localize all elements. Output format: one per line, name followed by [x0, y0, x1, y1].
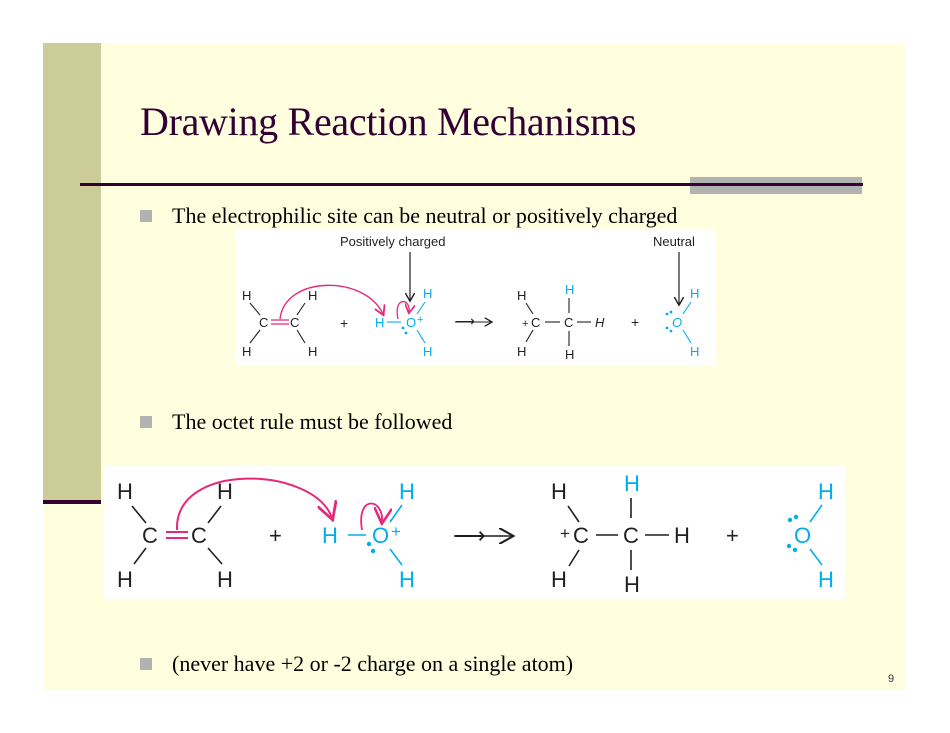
svg-text:C: C [290, 315, 299, 330]
bullet-square-icon [140, 658, 152, 670]
svg-text:H: H [423, 286, 432, 301]
svg-text:H: H [674, 523, 690, 548]
svg-text:O: O [672, 315, 682, 330]
bullet-item: The octet rule must be followed [140, 409, 452, 435]
svg-text:H: H [117, 567, 133, 592]
svg-text:O: O [406, 315, 416, 330]
svg-text:O: O [794, 523, 811, 548]
svg-text:H: H [690, 344, 699, 359]
label-positively-charged: Positively charged [340, 234, 446, 249]
bullet-text: The octet rule must be followed [172, 409, 453, 434]
svg-text:H: H [375, 315, 384, 330]
svg-text:C: C [191, 523, 207, 548]
bullet-item: (never have +2 or -2 charge on a single … [140, 651, 573, 677]
svg-text:C: C [564, 315, 573, 330]
svg-text:H: H [517, 344, 526, 359]
reaction-figure-small: Positively charged Neutral H H C C H H +… [235, 230, 715, 366]
svg-text:H: H [565, 347, 574, 362]
svg-text:+: + [269, 523, 282, 548]
svg-text:H: H [423, 344, 432, 359]
svg-text:O: O [372, 523, 389, 548]
svg-text:H: H [624, 471, 640, 496]
svg-text:H: H [818, 479, 834, 504]
svg-text:H: H [242, 344, 251, 359]
bullet-text: The electrophilic site can be neutral or… [172, 203, 678, 228]
sidebar-accent-bar [43, 43, 101, 503]
bullet-item: The electrophilic site can be neutral or… [140, 203, 677, 229]
svg-text:H: H [690, 286, 699, 301]
svg-text:⟶: ⟶ [455, 313, 475, 329]
svg-text:H: H [551, 567, 567, 592]
svg-text:C: C [531, 315, 540, 330]
svg-text:H: H [818, 567, 834, 592]
svg-text:C: C [573, 523, 589, 548]
svg-text:H: H [399, 567, 415, 592]
reaction-diagram-large: H H C C H H + H O + H H ⟶ [117, 471, 834, 597]
slide-title: Drawing Reaction Mechanisms [140, 99, 637, 144]
svg-text:C: C [259, 315, 268, 330]
svg-text:H: H [117, 479, 133, 504]
svg-text:H: H [399, 479, 415, 504]
svg-text:+: + [726, 523, 739, 548]
svg-text:+: + [631, 314, 639, 330]
svg-text:H: H [551, 479, 567, 504]
svg-text:+: + [340, 315, 348, 331]
bullet-square-icon [140, 210, 152, 222]
bullet-square-icon [140, 416, 152, 428]
svg-text:H: H [308, 288, 317, 303]
svg-text:H: H [217, 479, 233, 504]
svg-text:+: + [391, 522, 401, 541]
svg-text:+: + [417, 314, 423, 326]
reaction-diagram-small: Positively charged Neutral H H C C H H +… [242, 234, 699, 362]
svg-text:H: H [595, 315, 605, 330]
svg-text:C: C [142, 523, 158, 548]
svg-text:H: H [565, 282, 574, 297]
page-number: 9 [888, 673, 895, 685]
svg-text:C: C [623, 523, 639, 548]
svg-text:H: H [624, 572, 640, 597]
svg-text:H: H [242, 288, 251, 303]
reaction-figure-large: H H C C H H + H O + H H ⟶ [104, 466, 845, 599]
svg-text:+: + [560, 524, 570, 543]
svg-text:H: H [322, 523, 338, 548]
bullet-text: (never have +2 or -2 charge on a single … [172, 651, 574, 676]
svg-text:+: + [522, 318, 528, 330]
svg-text:H: H [308, 344, 317, 359]
sidebar-divider-line [43, 500, 101, 504]
label-neutral: Neutral [653, 234, 695, 249]
svg-text:H: H [517, 288, 526, 303]
svg-text:H: H [217, 567, 233, 592]
title-underline-rule [80, 183, 863, 186]
